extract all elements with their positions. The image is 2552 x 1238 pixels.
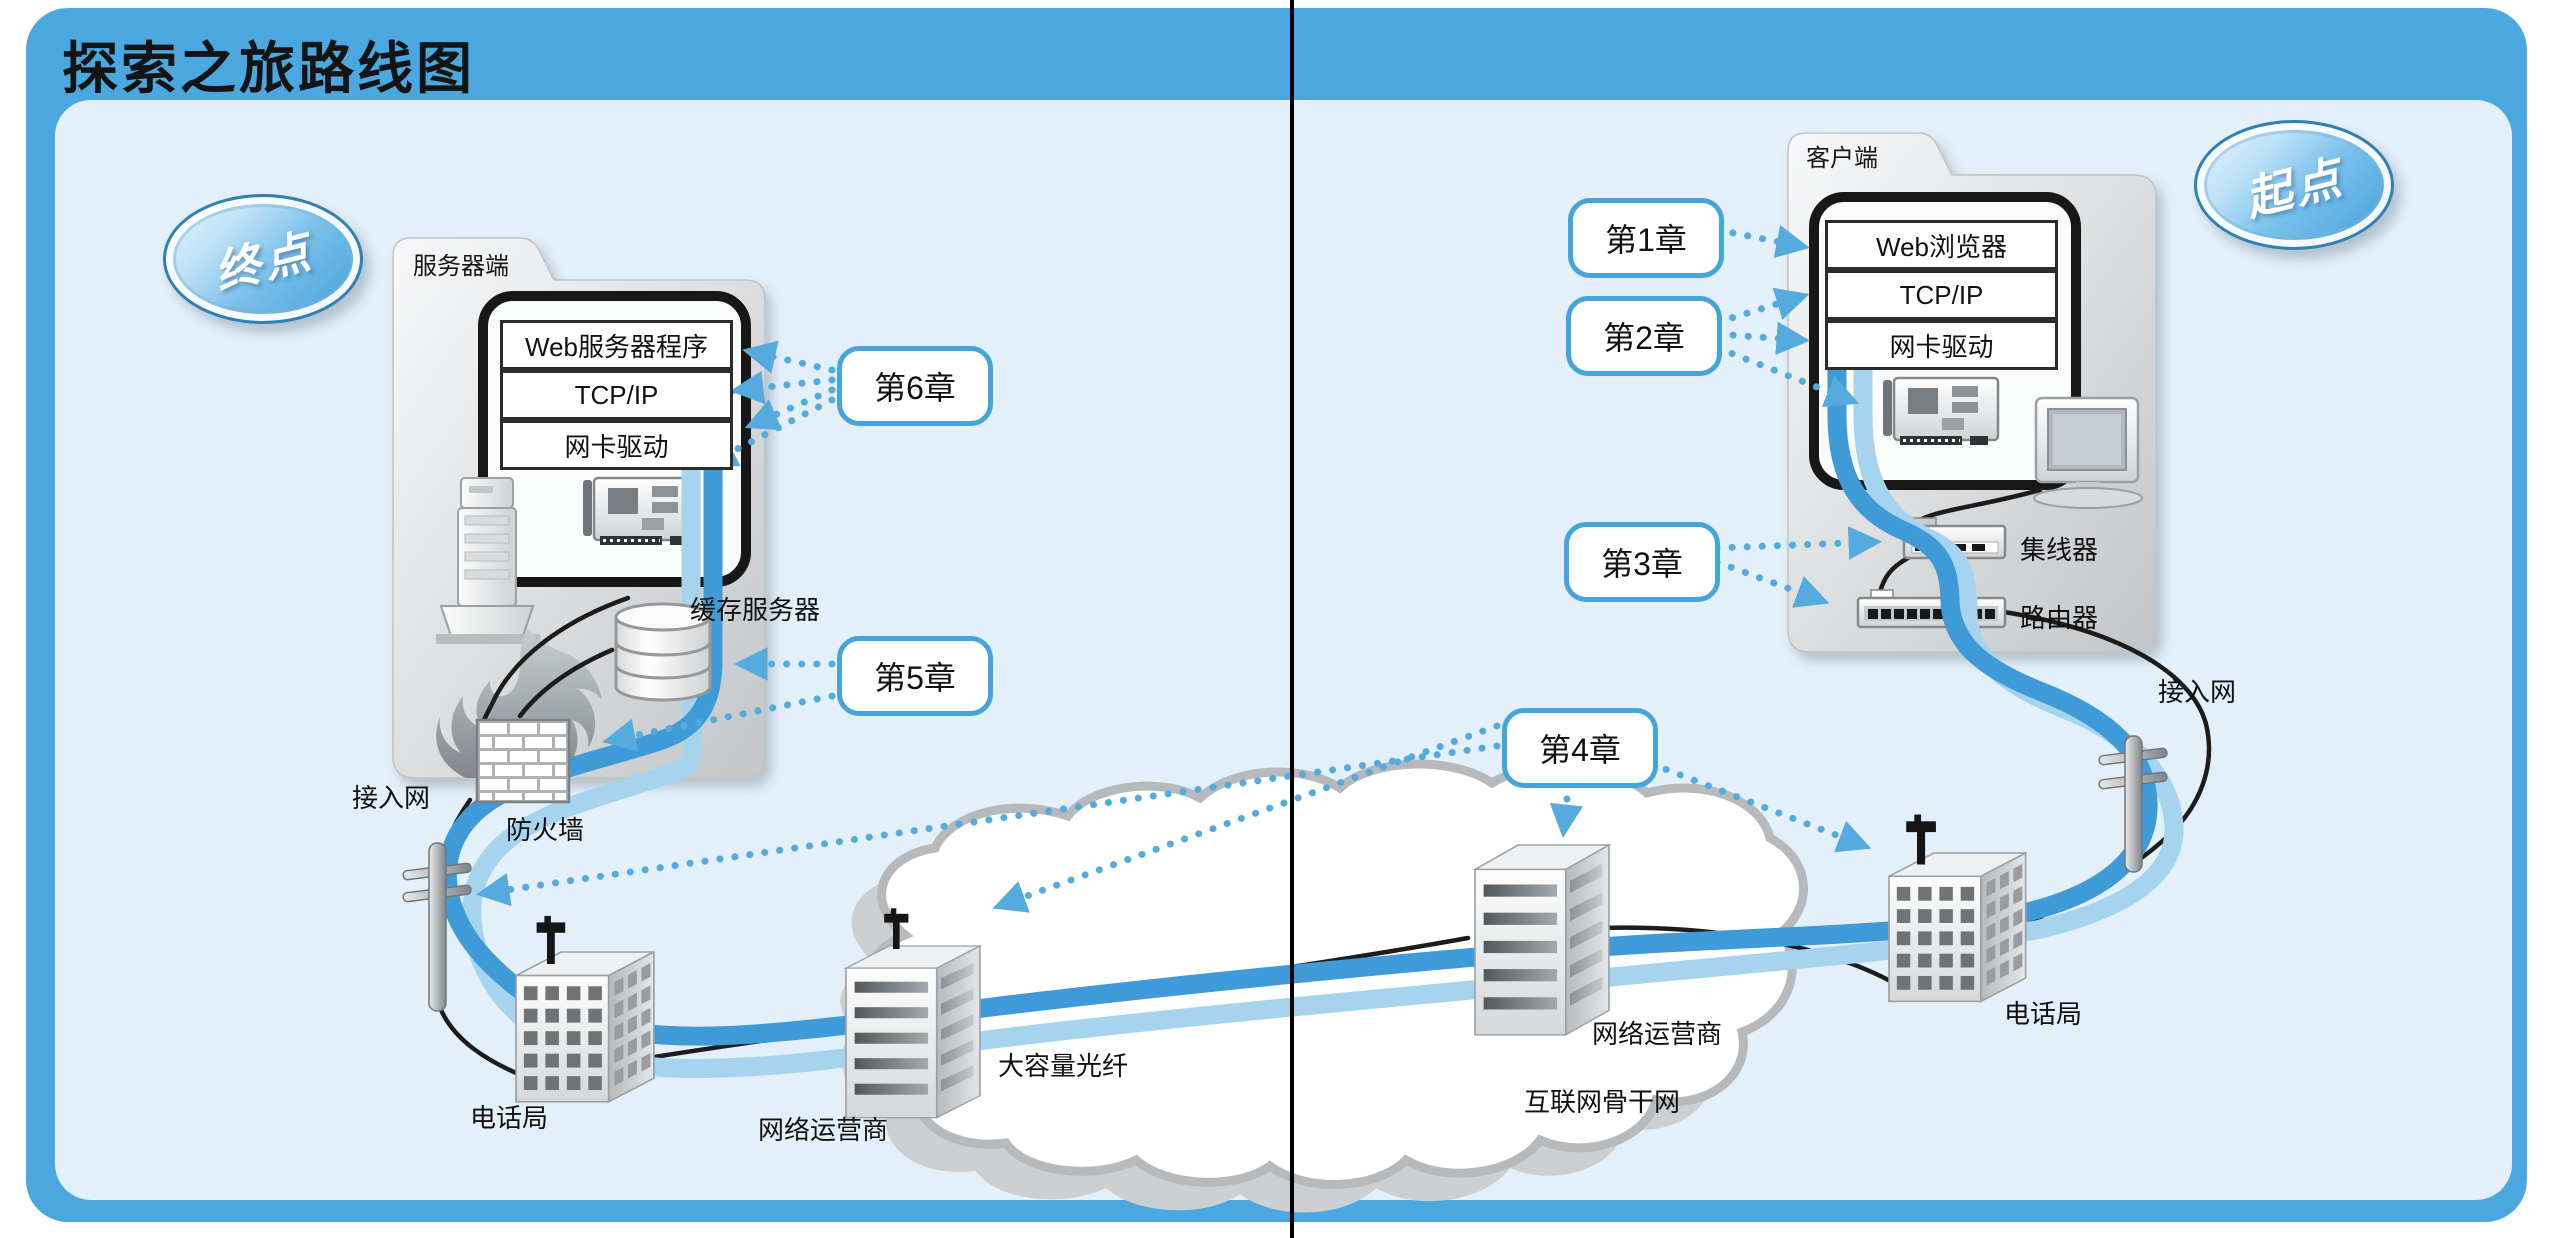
client-stack-nic-driver: 网卡驱动 (1825, 320, 2058, 370)
client-folder-label: 客户端 (1806, 145, 1878, 172)
internet-cloud (840, 759, 1808, 1213)
page-divider-line (1290, 0, 1294, 1238)
operator-left-label: 网络运营商 (758, 1115, 889, 1145)
server-folder-label: 服务器端 (413, 253, 509, 280)
hub-label: 集线器 (2020, 535, 2099, 565)
backbone-label: 互联网骨干网 (1524, 1087, 1681, 1117)
utility-pole-right (2098, 735, 2168, 873)
access-network-right-label: 接入网 (2158, 677, 2237, 707)
chapter3-arrows (1713, 526, 1883, 608)
chapter5-callout: 第5章 (837, 636, 993, 716)
client-nic-icon (1881, 376, 2000, 447)
chapter4-arrows (476, 722, 1872, 913)
chapter3-callout: 第3章 (1564, 522, 1720, 602)
operator-right-label: 网络运营商 (1592, 1019, 1723, 1049)
cache-server-icon (614, 602, 712, 702)
access-network-left-label: 接入网 (352, 783, 431, 813)
phone-office-left-label: 电话局 (470, 1103, 549, 1133)
operator-right-building (1474, 844, 1610, 1036)
utility-pole-left (402, 842, 472, 1012)
phone-office-right-building (1888, 852, 2027, 1003)
start-badge-label: 起点 (2239, 150, 2350, 226)
chapter6-callout: 第6章 (837, 346, 993, 426)
page-title: 探索之旅路线图 (62, 37, 475, 100)
operator-left-building (845, 945, 981, 1119)
end-badge-label: 终点 (208, 224, 319, 300)
chapter6-arrows (703, 340, 836, 467)
client-stack-web-browser: Web浏览器 (1825, 220, 2058, 270)
chapter4-callout: 第4章 (1502, 708, 1658, 788)
chapter1-callout: 第1章 (1568, 198, 1724, 278)
router-label: 路由器 (2020, 603, 2099, 633)
server-stack-nic-driver: 网卡驱动 (500, 420, 733, 470)
start-badge: 起点 (2194, 120, 2394, 250)
chapter5-arrows (602, 647, 836, 752)
end-badge: 终点 (163, 194, 363, 324)
firewall-label: 防火墙 (506, 815, 585, 845)
chapter2-arrows (1714, 287, 1860, 408)
chapter1-arrows (1714, 225, 1810, 258)
firewall-icon (475, 718, 571, 804)
chapter2-callout: 第2章 (1566, 296, 1722, 376)
phone-office-right-label: 电话局 (2004, 999, 2083, 1029)
fiber-label: 大容量光纤 (998, 1051, 1129, 1081)
cache-server-label: 缓存服务器 (690, 595, 821, 625)
phone-office-left-building (515, 951, 655, 1103)
server-nic-icon (581, 476, 700, 547)
server-stack-web-server: Web服务器程序 (500, 320, 733, 370)
server-tower-icon (436, 477, 540, 644)
client-stack-tcpip: TCP/IP (1825, 270, 2058, 320)
monitor-icon (2033, 396, 2143, 509)
server-stack-tcpip: TCP/IP (500, 370, 733, 420)
